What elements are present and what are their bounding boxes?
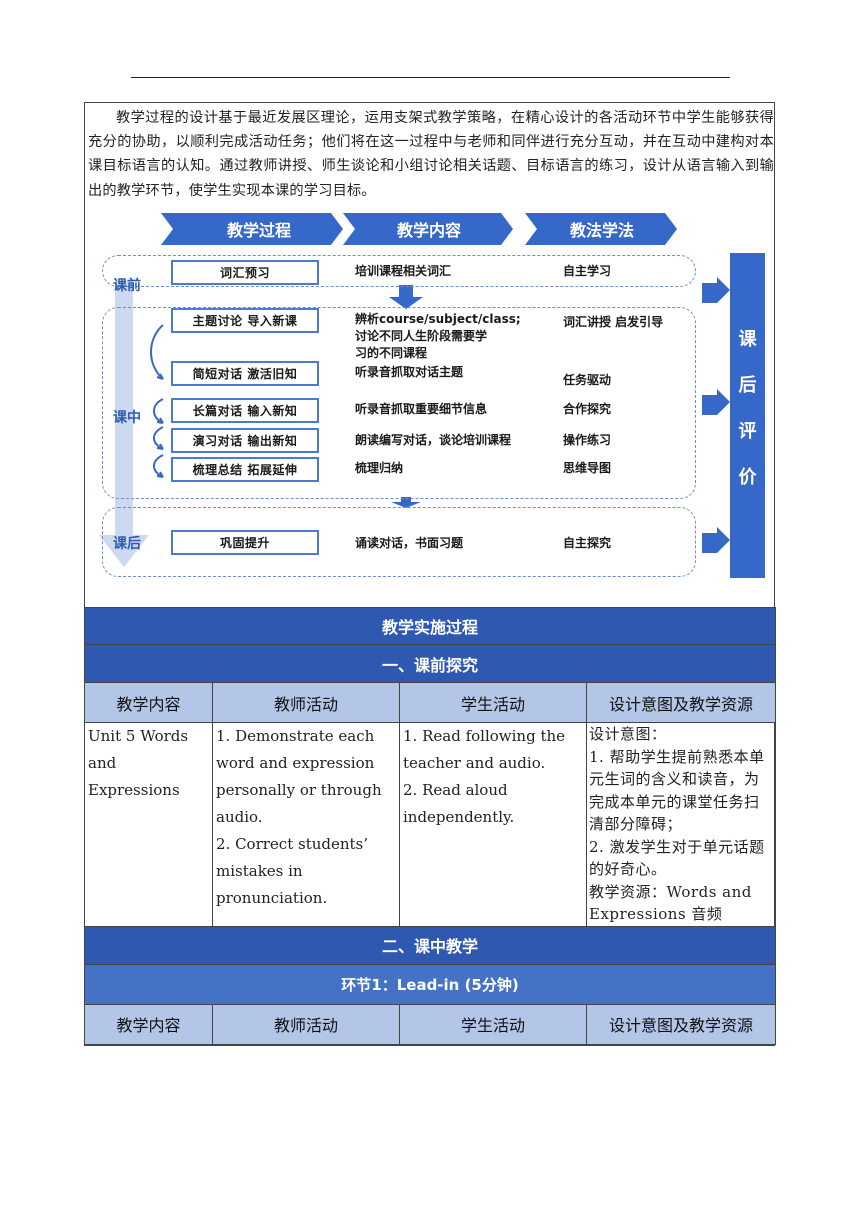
design-point-1: 1. 帮助学生提前熟悉本单元生词的含义和读音，为完成本单元的课堂任务扫清部分障碍…: [589, 747, 765, 834]
header-chevron-3: [525, 213, 677, 245]
table-title: 教学实施过程: [83, 607, 777, 645]
curve-arrow-3: [153, 426, 164, 450]
cell-teacher: 1. Demonstrate each word and expression …: [212, 722, 400, 927]
section-in-class: 二、课中教学: [83, 925, 777, 965]
col-header-student: 学生活动: [399, 1003, 587, 1045]
content-consolidate: 诵读对话，书面习题: [355, 536, 464, 550]
table-row: Unit 5 Words and Expressions 1. Demonstr…: [84, 722, 777, 927]
method-short-dialogue: 任务驱动: [563, 373, 612, 387]
intro-cell: 教学过程的设计基于最近发展区理论，运用支架式教学策略，在精心设计的各活动环节中学…: [85, 103, 774, 608]
method-summary: 思维导图: [563, 461, 612, 475]
step-vocab-preview: 词汇预习: [171, 260, 319, 285]
stage-arrow-2: [391, 497, 421, 508]
eval-arrow-3: [702, 527, 730, 553]
curve-arrow-2: [153, 398, 164, 424]
eval-char: 评: [738, 421, 757, 442]
cell-content: Unit 5 Words and Expressions: [84, 722, 213, 927]
method-consolidate: 自主探究: [563, 536, 612, 550]
eval-char: 后: [738, 375, 757, 396]
eval-char: 课: [738, 329, 757, 350]
student-activity-1: 1. Read following the teacher and audio.: [403, 727, 566, 772]
method-topic-discussion: 词汇讲授 启发引导: [563, 315, 664, 329]
step-summary: 梳理总结 拓展延伸: [171, 457, 319, 482]
method-long-dialogue: 合作探究: [563, 402, 612, 416]
col-header-teacher: 教师活动: [212, 682, 400, 723]
diagram-shapes: [99, 213, 730, 567]
section-pre-class: 一、课前探究: [83, 644, 777, 683]
lesson-document: 教学过程的设计基于最近发展区理论，运用支架式教学策略，在精心设计的各活动环节中学…: [83, 102, 777, 1046]
student-activity-2: 2. Read aloud independently.: [403, 781, 515, 826]
step-practice-dialogue: 演习对话 输出新知: [171, 428, 319, 453]
design-resources: 教学资源：Words and Expressions 音频: [589, 882, 752, 924]
col-header-content: 教学内容: [84, 682, 213, 723]
section-row: 一、课前探究: [83, 644, 777, 683]
content-short-dialogue: 听录音抓取对话主题: [355, 365, 464, 379]
col-header-design: 设计意图及教学资源: [585, 682, 777, 723]
cell-student: 1. Read following the teacher and audio.…: [399, 722, 587, 927]
stage-label-in: 课中: [113, 410, 141, 426]
content-line: 讨论不同人生阶段需要学: [355, 329, 488, 343]
teacher-activity-1: 1. Demonstrate each word and expression …: [216, 727, 382, 826]
content-summary: 梳理归纳: [355, 461, 404, 475]
curve-arrow-1: [150, 324, 164, 380]
header-chevron-2: [343, 213, 513, 245]
step-topic-discussion: 主题讨论 导入新课: [171, 308, 319, 333]
header-chevron-1: [161, 213, 343, 245]
stage-label-pre: 课前: [113, 278, 141, 294]
stage-box-in: [102, 307, 696, 499]
eval-arrow-2: [702, 389, 730, 415]
method-vocab-preview: 自主学习: [563, 264, 612, 278]
teacher-activity-2: 2. Correct students’ mistakes in pronunc…: [216, 835, 369, 907]
stage-box-post: [102, 507, 696, 577]
stage-label-post: 课后: [113, 536, 141, 552]
curve-arrow-4: [153, 454, 164, 478]
step-short-dialogue: 简短对话 激活旧知: [171, 361, 319, 386]
method-practice-dialogue: 操作练习: [563, 433, 612, 447]
header-method: 教法学法: [569, 221, 634, 240]
section-row: 二、课中教学: [83, 925, 777, 965]
col-header-content: 教学内容: [84, 1003, 213, 1045]
step-consolidate: 巩固提升: [171, 530, 319, 555]
stage-box-pre: [102, 255, 696, 287]
col-header-teacher: 教师活动: [212, 1003, 400, 1045]
step-row: 环节1：Lead-in (5分钟): [83, 963, 777, 1005]
design-point-2: 2. 激发学生对于单元话题的好奇心。: [589, 837, 765, 879]
design-heading: 设计意图：: [589, 725, 667, 743]
process-diagram: 教学过程 教学内容 教法学法 课前 课中 课后 词汇预习 培训课程相关词汇 自主…: [85, 103, 776, 607]
content-practice-dialogue: 朗读编写对话，谈论培训课程: [355, 433, 512, 447]
eval-arrow-1: [702, 277, 730, 303]
col-header-design: 设计意图及教学资源: [585, 1003, 777, 1045]
evaluation-bar: 课 后 评 价: [730, 253, 765, 578]
cell-design: 设计意图： 1. 帮助学生提前熟悉本单元生词的含义和读音，为完成本单元的课堂任务…: [585, 722, 777, 927]
header-process: 教学过程: [226, 221, 291, 240]
process-table: 教学实施过程 一、课前探究 教学内容 教师活动 学生活动 设计意图及教学资源 U…: [83, 607, 777, 1045]
col-header-student: 学生活动: [399, 682, 587, 723]
stage-arrow-1: [389, 285, 423, 309]
content-vocab-preview: 培训课程相关词汇: [355, 264, 452, 278]
header-content: 教学内容: [396, 221, 461, 240]
step-long-dialogue: 长篇对话 输入新知: [171, 398, 319, 423]
header-rule: [131, 77, 730, 78]
table-title-row: 教学实施过程: [83, 607, 777, 645]
column-header-row: 教学内容 教师活动 学生活动 设计意图及教学资源: [84, 1003, 777, 1045]
intro-paragraph: 教学过程的设计基于最近发展区理论，运用支架式教学策略，在精心设计的各活动环节中学…: [88, 110, 774, 199]
content-long-dialogue: 听录音抓取重要细节信息: [355, 402, 488, 416]
flow-arrow-down: [99, 281, 149, 567]
content-line: 习的不同课程: [355, 346, 428, 360]
column-header-row: 教学内容 教师活动 学生活动 设计意图及教学资源: [84, 682, 777, 723]
eval-char: 价: [738, 467, 757, 488]
step-lead-in: 环节1：Lead-in (5分钟): [83, 963, 777, 1005]
content-line: 辨析course/subject/class;: [355, 312, 521, 326]
content-topic-discussion: 辨析course/subject/class; 讨论不同人生阶段需要学 习的不同…: [355, 311, 521, 362]
